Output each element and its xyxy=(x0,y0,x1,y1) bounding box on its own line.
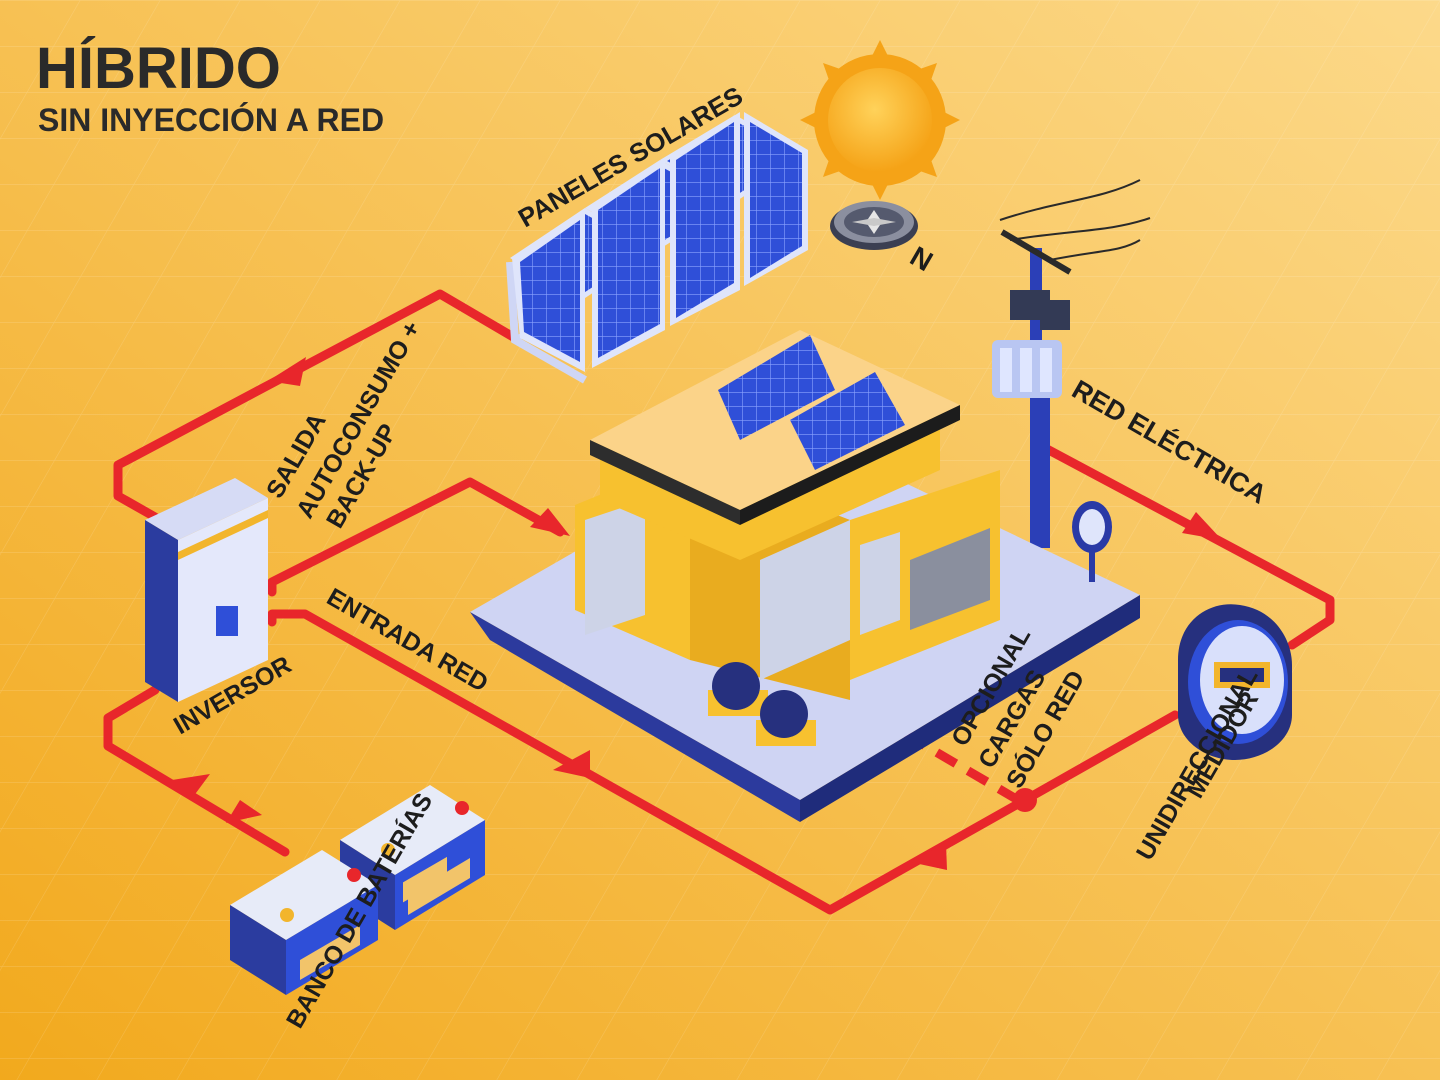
junction-dot xyxy=(1013,788,1037,812)
flow-lines xyxy=(103,289,1335,915)
battery-bank-icon xyxy=(230,785,485,995)
house-icon xyxy=(470,330,1140,822)
arrow-panels xyxy=(268,357,306,386)
arrow-meter-down xyxy=(910,843,947,870)
arrow-grid-red xyxy=(1182,512,1222,540)
arrow-entrada xyxy=(553,750,590,778)
meter-icon xyxy=(1178,604,1292,760)
inverter-icon xyxy=(145,478,268,702)
page-subtitle: SIN INYECCIÓN A RED xyxy=(38,102,384,138)
flow-grid-to-meter xyxy=(1040,443,1335,650)
arrow-house xyxy=(530,508,570,536)
grid-sign-icon xyxy=(1072,501,1112,582)
compass-icon xyxy=(830,201,918,250)
flow-inverter-to-batteries xyxy=(103,685,290,857)
utility-pole-icon xyxy=(992,179,1151,602)
arrow-battery-down xyxy=(226,800,262,823)
flow-inverter-to-house xyxy=(267,477,565,597)
sun-icon xyxy=(800,40,960,200)
solar-panels-face xyxy=(512,112,808,372)
page-title: HÍBRIDO xyxy=(36,36,281,101)
arrow-battery-up xyxy=(172,774,210,797)
flow-panels-to-inverter xyxy=(113,289,520,522)
flow-grid-input xyxy=(267,609,1180,915)
